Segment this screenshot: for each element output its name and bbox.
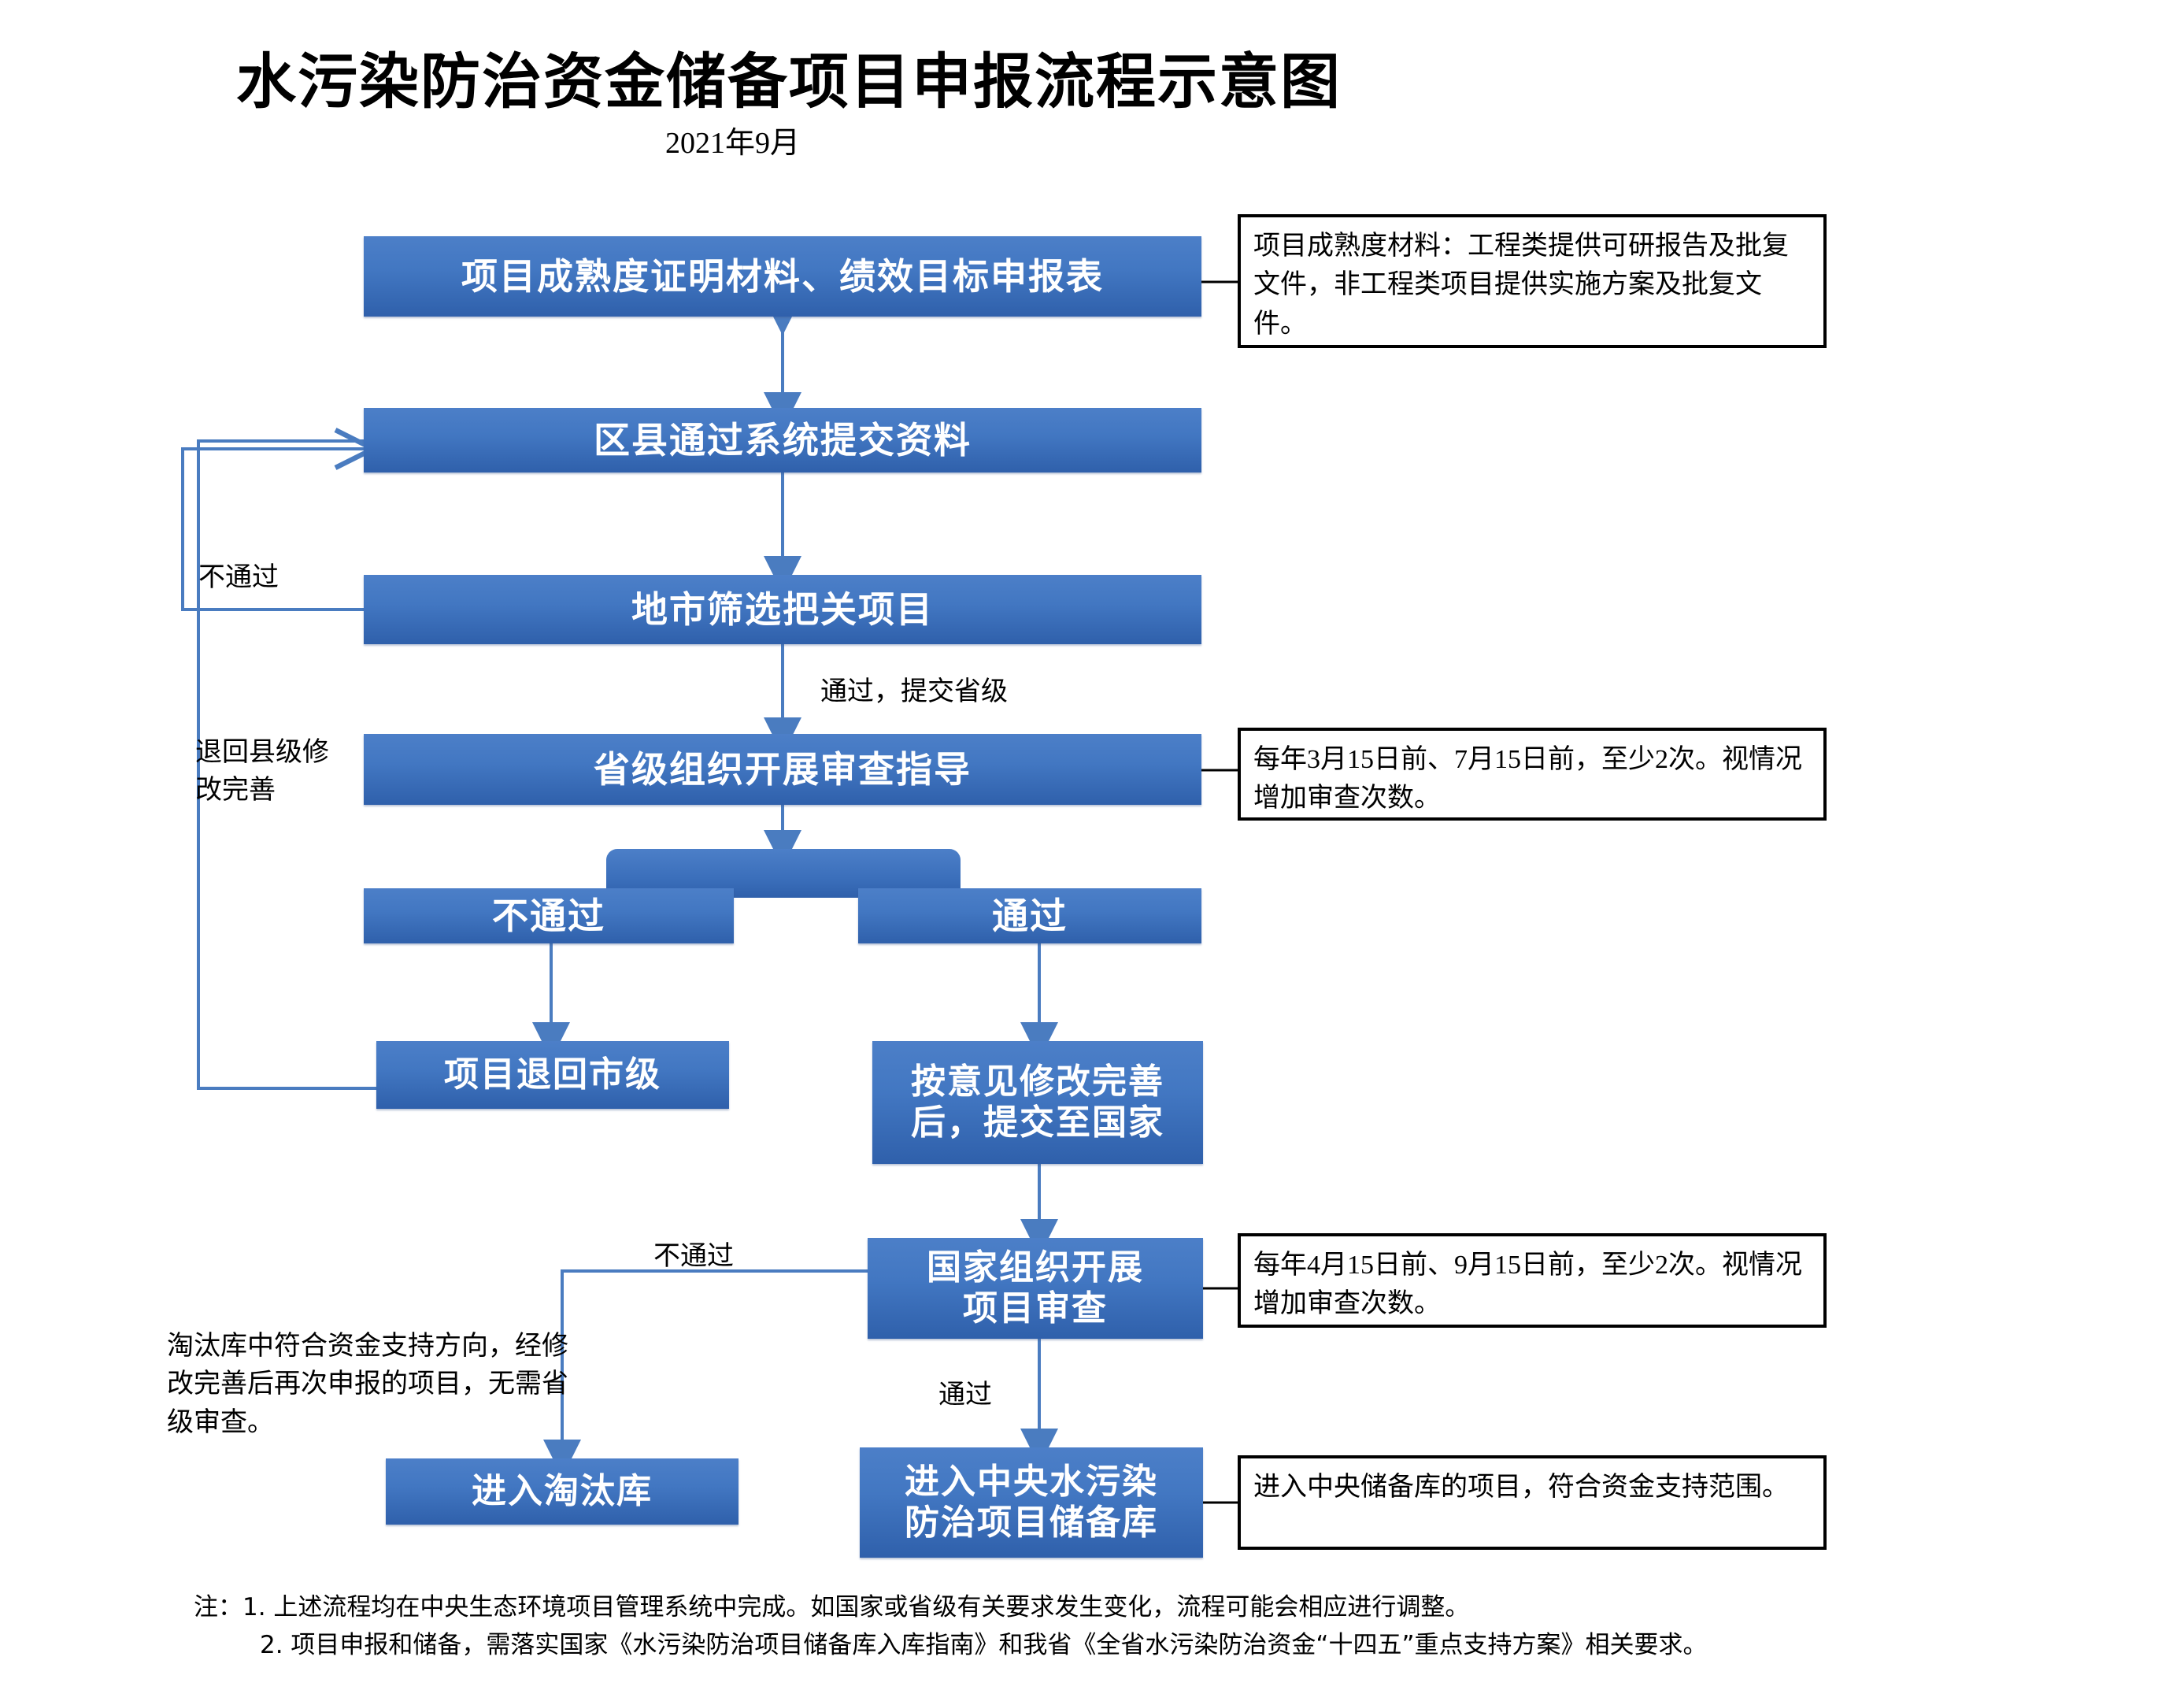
node-label: 省级组织开展审查指导: [594, 747, 972, 791]
node-revise-submit-national[interactable]: 按意见修改完善 后，提交至国家: [872, 1041, 1203, 1164]
node-return-to-city[interactable]: 项目退回市级: [376, 1041, 729, 1109]
node-branch-pass[interactable]: 通过: [858, 888, 1201, 943]
node-label: 通过: [992, 894, 1068, 937]
node-label: 进入淘汰库: [472, 1471, 653, 1512]
node-central-reserve[interactable]: 进入中央水污染 防治项目储备库: [860, 1447, 1203, 1558]
annotation-national-schedule: 每年4月15日前、9月15日前，至少2次。视情况增加审查次数。: [1238, 1233, 1827, 1328]
node-city-screening[interactable]: 地市筛选把关项目: [364, 575, 1201, 644]
node-province-review[interactable]: 省级组织开展审查指导: [364, 734, 1201, 805]
node-label: 地市筛选把关项目: [631, 587, 934, 631]
node-label: 进入中央水污染 防治项目储备库: [905, 1462, 1158, 1543]
edge-label-pass-national: 通过: [938, 1380, 992, 1410]
node-maturity-materials[interactable]: 项目成熟度证明材料、绩效目标申报表: [364, 236, 1201, 317]
annotation-eliminated-pool-text: 淘汰库中符合资金支持方向，经修改完善后再次申报的项目，无需省级审查。: [167, 1332, 568, 1437]
edge-label-fail-city: 不通过: [198, 563, 279, 592]
node-label: 项目退回市级: [444, 1054, 661, 1095]
edge-label-fail-national: 不通过: [653, 1242, 734, 1271]
annotation-province-schedule: 每年3月15日前、7月15日前，至少2次。视情况增加审查次数。: [1238, 728, 1827, 821]
node-county-submit[interactable]: 区县通过系统提交资料: [364, 408, 1201, 472]
annotation-maturity-materials: 项目成熟度材料：工程类提供可研报告及批复文件，非工程类项目提供实施方案及批复文件…: [1238, 214, 1827, 348]
node-label: 区县通过系统提交资料: [594, 418, 972, 461]
node-label: 国家组织开展 项目审查: [927, 1247, 1144, 1329]
node-label: 按意见修改完善 后，提交至国家: [911, 1062, 1164, 1143]
node-label: 不通过: [492, 894, 605, 937]
footer-note-2: 2. 项目申报和储备，需落实国家《水污染防治项目储备库入库指南》和我省《全省水污…: [260, 1631, 1708, 1659]
node-national-review[interactable]: 国家组织开展 项目审查: [868, 1238, 1203, 1339]
edge-label-pass-province: 通过，提交省级: [820, 677, 1008, 706]
edge-label-return-county: 退回县级修 改完善: [195, 738, 329, 806]
connector-n9-n10: [543, 1269, 868, 1477]
footer-note-1: 注：1. 上述流程均在中央生态环境项目管理系统中完成。如国家或省级有关要求发生变…: [194, 1593, 1470, 1621]
page-subtitle: 2021年9月: [665, 127, 801, 160]
node-branch-fail[interactable]: 不通过: [364, 888, 734, 943]
annotation-central-reserve-scope: 进入中央储备库的项目，符合资金支持范围。: [1238, 1455, 1827, 1550]
node-label: 项目成熟度证明材料、绩效目标申报表: [461, 254, 1104, 298]
page-title: 水污染防治资金储备项目申报流程示意图: [236, 46, 1342, 117]
node-eliminated-pool[interactable]: 进入淘汰库: [386, 1458, 738, 1525]
